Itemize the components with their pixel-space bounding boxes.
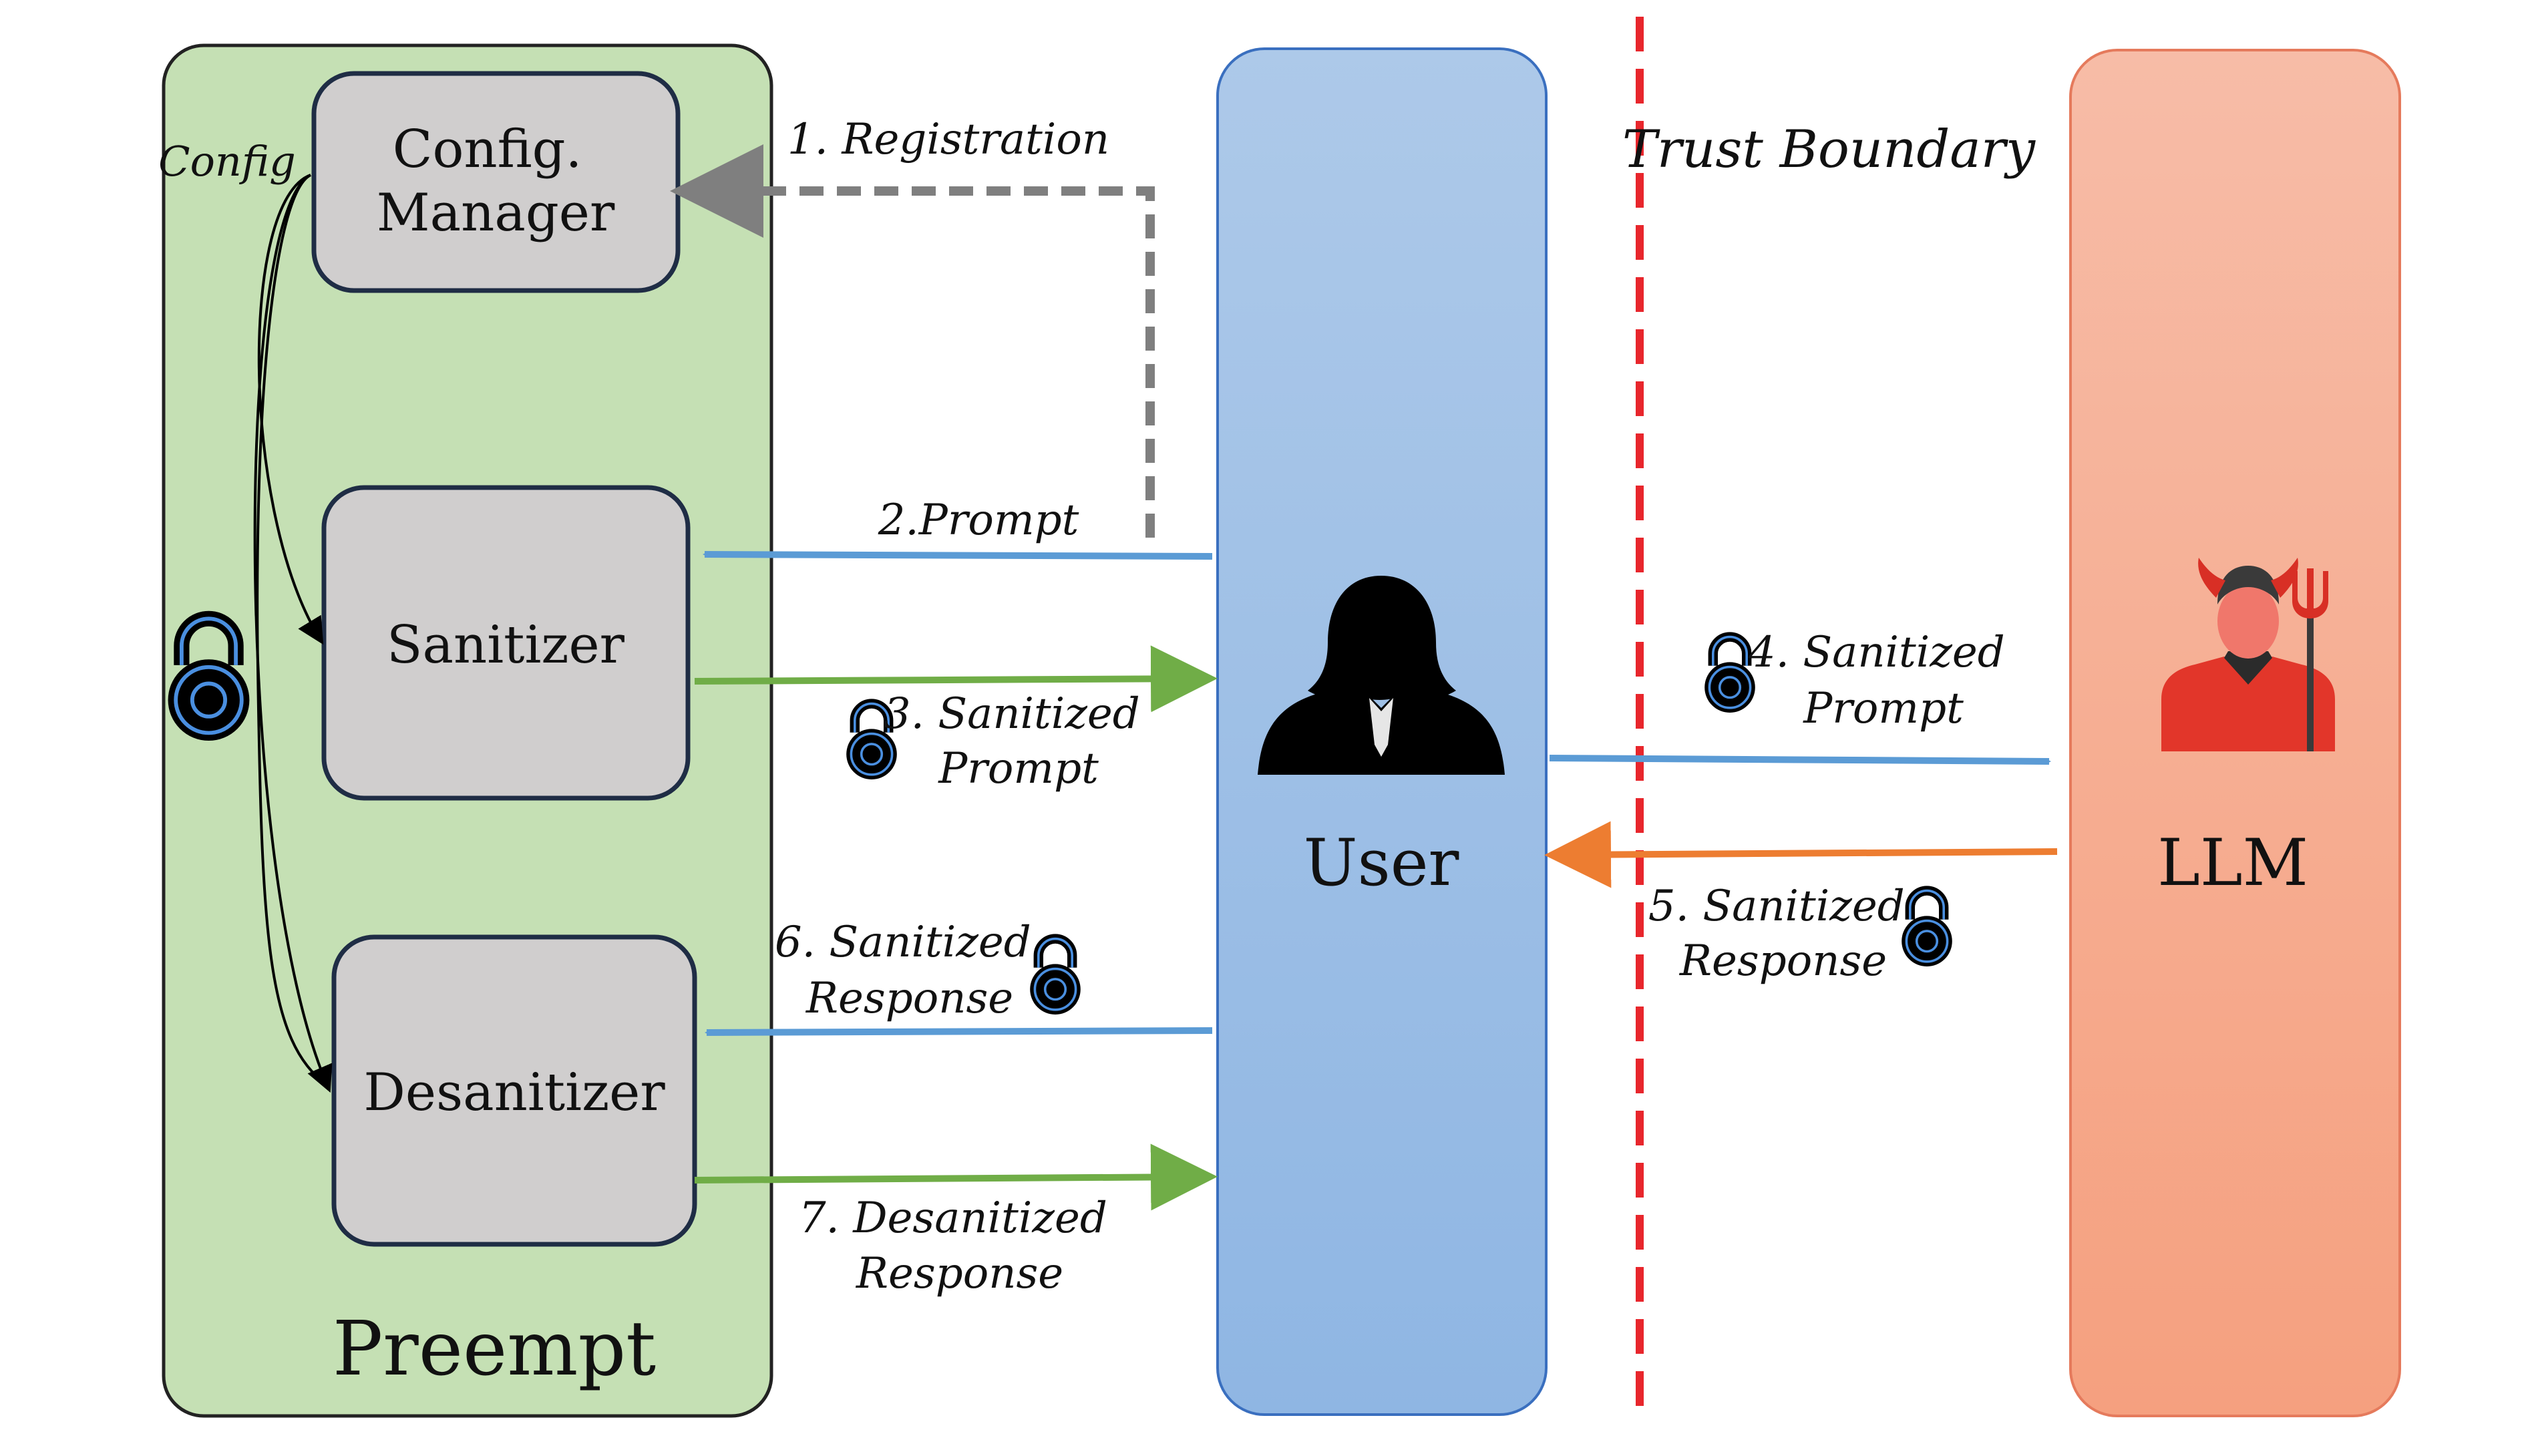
devil-icon: [2161, 558, 2335, 751]
config-arrows: [253, 174, 333, 1093]
svg-text:5. Sanitized Response: 5. Sanitized Response: [1648, 882, 1918, 986]
svg-text:7. Desanitized Response: 7. Desanitized Response: [799, 1194, 1121, 1298]
step6-label-line1: 6. Sanitized: [775, 918, 1031, 967]
step6-label-line2: Response: [805, 974, 1013, 1023]
svg-text:4. Sanitized Prompt: 4. Sanitized Prompt: [1748, 628, 2018, 733]
sanitized-response-user-arrow: [705, 1027, 1213, 1036]
step4-label-line1: 4. Sanitized: [1748, 628, 2005, 677]
step1-label: 1. Registration: [787, 115, 1109, 164]
user-label: User: [1304, 826, 1459, 900]
config-label: Config: [158, 137, 296, 186]
preempt-title: Preempt: [333, 1306, 656, 1393]
config-manager-label-line1: Config.: [393, 120, 582, 180]
step4-lock-icon: [1704, 637, 1755, 713]
step4-label-line2: Prompt: [1803, 684, 1964, 733]
svg-text:3. Sanitized Prompt: 3. Sanitized Prompt: [884, 689, 1153, 793]
step7-label-line2: Response: [856, 1249, 1063, 1298]
step3-label-line2: Prompt: [938, 744, 1099, 793]
config-manager-label-line2: Manager: [377, 183, 615, 243]
step7-label-line1: 7. Desanitized: [799, 1194, 1107, 1243]
svg-text:Config. Manager: Config. Manager: [377, 120, 615, 243]
desanitizer-box[interactable]: Desanitizer: [331, 934, 697, 1247]
sanitized-prompt-arrow: [694, 645, 1218, 713]
step2-label: 2.Prompt: [878, 496, 1079, 545]
sanitizer-box[interactable]: Sanitizer: [321, 485, 691, 801]
sanitized-response-arrow: [1544, 821, 2058, 888]
person-icon: [1258, 576, 1505, 775]
sanitized-prompt-llm-arrow: [1549, 755, 2051, 765]
registration-arrow: [670, 144, 1155, 538]
desanitized-response-arrow: [694, 1143, 1218, 1211]
sanitizer-label: Sanitizer: [387, 615, 625, 675]
desanitizer-label: Desanitizer: [363, 1063, 665, 1123]
llm-label: LLM: [2157, 826, 2308, 900]
trust-boundary-label: Trust Boundary: [1622, 120, 2036, 180]
step3-label-line1: 3. Sanitized: [884, 689, 1140, 739]
step5-label-line2: Response: [1679, 936, 1887, 986]
step5-label-line1: 5. Sanitized: [1648, 882, 1905, 931]
prompt-arrow: [703, 551, 1213, 560]
svg-text:6. Sanitized Response: 6. Sanitized Response: [775, 918, 1045, 1023]
config-manager-box[interactable]: Config. Manager: [311, 71, 681, 293]
